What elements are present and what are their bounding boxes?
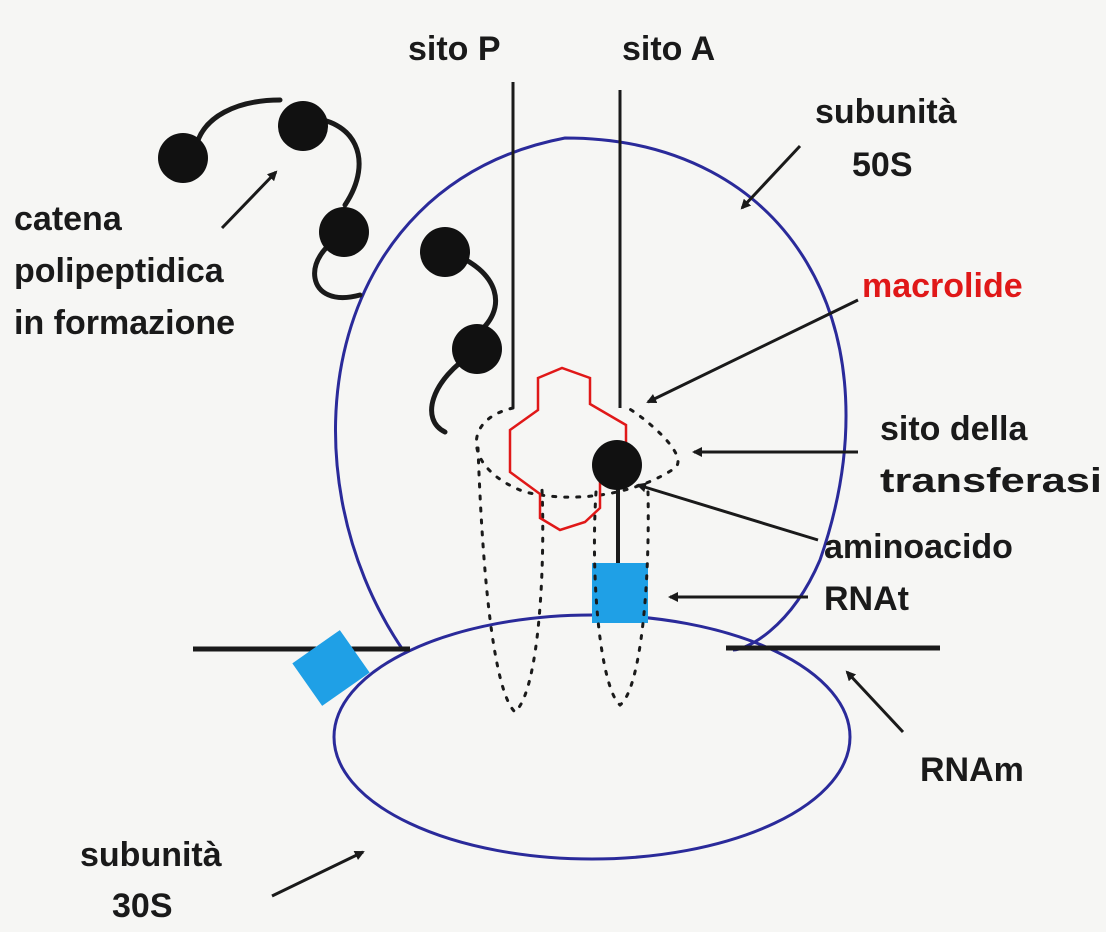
trna-block-left [292, 630, 369, 706]
label-trna: RNAt [824, 580, 909, 618]
label-subunit-50s-line2: 50S [852, 146, 913, 184]
label-site-a: sito A [622, 30, 715, 68]
chain-bead [452, 324, 502, 374]
label-subunit-30s-line2: 30S [112, 887, 173, 925]
label-subunit-50s-line1: subunità [815, 93, 957, 131]
label-aminoacid: aminoacido [824, 528, 1013, 566]
label-chain-line3: in formazione [14, 304, 235, 342]
chain-bead [420, 227, 470, 277]
arrow-to-30s [272, 852, 363, 896]
label-chain-line1: catena [14, 200, 123, 238]
label-subunit-30s-line1: subunità [80, 836, 222, 874]
subunit-30s-outline [334, 615, 850, 859]
arrow-to-macrolide [648, 300, 858, 402]
arrow-to-chain [222, 172, 276, 228]
label-site-p: sito P [408, 30, 501, 68]
label-mrna: RNAm [920, 751, 1024, 789]
chain-bead [158, 133, 208, 183]
trna-block [592, 563, 648, 623]
label-macrolide: macrolide [862, 267, 1023, 305]
arrow-to-mrna [847, 672, 903, 732]
arrow-to-50s [742, 146, 800, 208]
chain-bead [278, 101, 328, 151]
label-transferase-line2: transferasi [880, 462, 1102, 500]
label-transferase-line1: sito della [880, 410, 1028, 448]
arrow-to-aminoacid [638, 485, 818, 540]
chain-bead [319, 207, 369, 257]
label-chain-line2: polipeptidica [14, 252, 225, 290]
transferase-site-dotted [476, 408, 678, 497]
aminoacid-ball [592, 440, 642, 490]
